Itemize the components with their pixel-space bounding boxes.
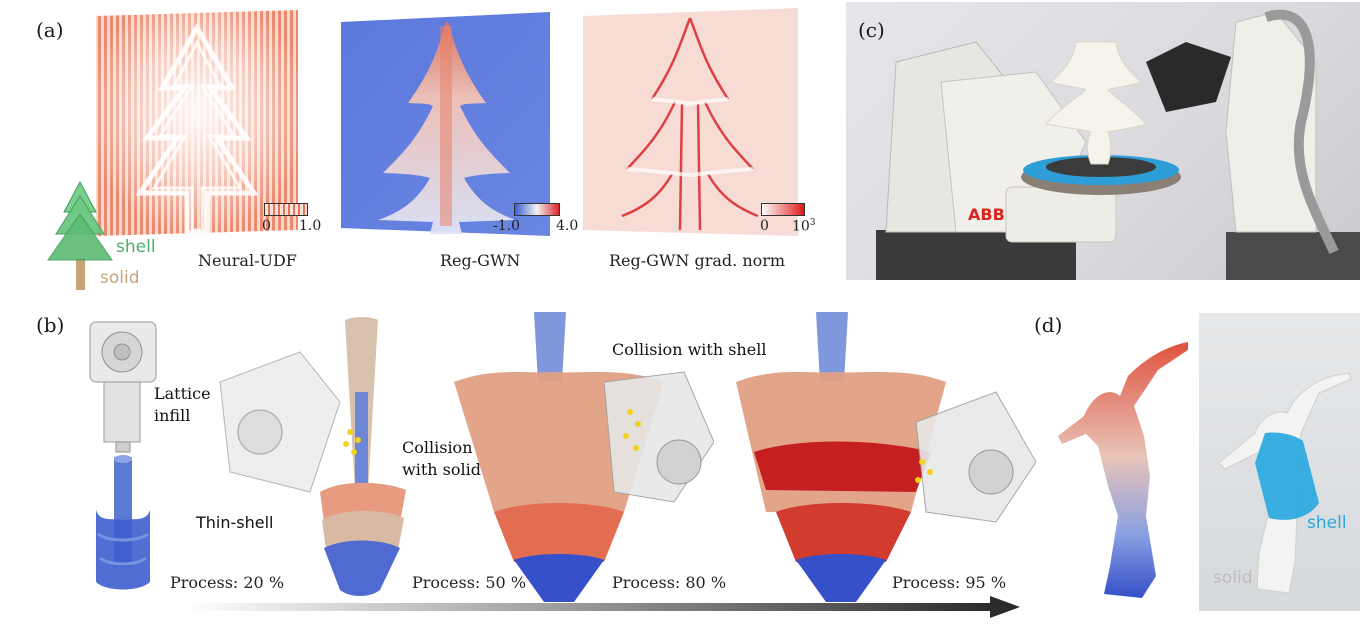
panel-c-label: (c) (858, 18, 885, 42)
udf-colorbar-max: 1.0 (299, 218, 322, 234)
thin-shell-label: Thin-shell (196, 513, 274, 532)
collision-solid-line-2: with solid (402, 460, 481, 479)
process-95-label: Process: 95 % (892, 573, 1007, 592)
dancer-shell-label: shell (1307, 513, 1347, 533)
caption-neural-udf: Neural-UDF (198, 251, 297, 270)
tree-solid-label: solid (100, 268, 140, 288)
panel-b-label: (b) (36, 313, 65, 337)
reg-gwn-grad-norm-plot (580, 4, 800, 240)
dancer-solid-label: solid (1213, 568, 1253, 588)
process-80-label: Process: 80 % (612, 573, 727, 592)
dancer-photo (1199, 313, 1360, 611)
grad-norm-colorbar-max: 103 (792, 218, 816, 235)
caption-reg-gwn: Reg-GWN (440, 251, 521, 270)
gwn-colorbar-min: -1.0 (493, 218, 520, 234)
collision-solid-label: Collision with solid (402, 437, 481, 481)
stage-80-illustration (454, 312, 715, 602)
caption-reg-gwn-grad-norm: Reg-GWN grad. norm (609, 251, 786, 270)
stage-95-illustration (736, 312, 1037, 602)
robot-photo: ABB (846, 2, 1360, 280)
udf-colorbar-min: 0 (262, 218, 271, 234)
lattice-infill-line-2: infill (154, 406, 191, 425)
panel-a-label: (a) (36, 18, 64, 42)
panel-d-label: (d) (1034, 313, 1063, 337)
process-20-label: Process: 20 % (170, 573, 285, 592)
gwn-colorbar-max: 4.0 (556, 218, 579, 234)
grad-norm-colorbar (761, 203, 805, 216)
lattice-infill-line-1: Lattice (154, 384, 211, 403)
grad-norm-colorbar-max-exp: 3 (809, 218, 816, 228)
grad-norm-colorbar-min: 0 (760, 218, 769, 234)
lattice-infill-label: Lattice infill (154, 383, 211, 427)
gwn-colorbar (514, 203, 560, 216)
tree-icon (40, 178, 120, 293)
collision-solid-line-1: Collision (402, 438, 473, 457)
reg-gwn-plot (338, 8, 553, 240)
stage-50-illustration (200, 312, 420, 602)
stage-20-illustration (80, 312, 180, 598)
progress-arrow (186, 596, 1020, 618)
collision-shell-label: Collision with shell (612, 340, 767, 359)
neural-udf-plot (92, 8, 302, 238)
tree-shell-label: shell (116, 237, 156, 257)
abb-logo: ABB (968, 205, 1005, 224)
process-50-label: Process: 50 % (412, 573, 527, 592)
grad-norm-colorbar-max-base: 10 (792, 218, 810, 235)
udf-colorbar (264, 203, 308, 216)
dancer-model (1048, 336, 1196, 606)
